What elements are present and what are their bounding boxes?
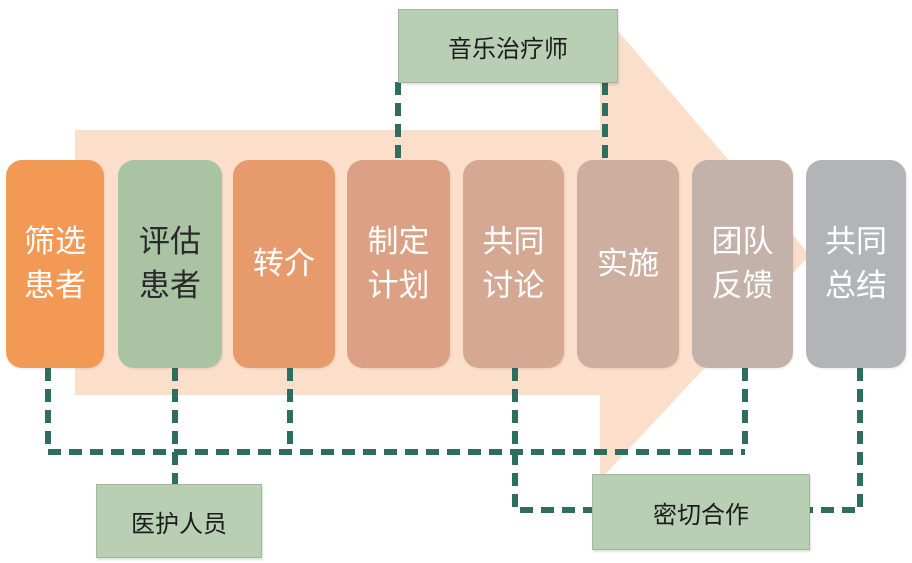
step-feedback: 团队反馈 <box>692 160 793 368</box>
step-label: 转介 <box>253 246 315 282</box>
step-implement: 实施 <box>577 160 679 368</box>
connector-discussion <box>512 368 592 513</box>
step-label: 共同总结 <box>825 224 887 304</box>
step-discussion: 共同讨论 <box>463 160 564 368</box>
step-label: 共同讨论 <box>482 224 545 304</box>
connector-summary <box>808 368 863 513</box>
step-assessment: 评估患者 <box>118 160 222 368</box>
step-label: 团队反馈 <box>711 224 774 304</box>
step-screening: 筛选患者 <box>6 160 104 368</box>
music-therapist-box: 音乐治疗师 <box>398 9 618 83</box>
step-plan: 制定计划 <box>347 160 450 368</box>
step-referral: 转介 <box>233 160 335 368</box>
cooperation-label: 密切合作 <box>653 500 749 529</box>
medical-staff-box: 医护人员 <box>96 484 262 558</box>
step-label: 筛选患者 <box>24 224 86 304</box>
step-label: 评估患者 <box>139 224 201 304</box>
step-label: 实施 <box>597 246 659 282</box>
medical-staff-label: 医护人员 <box>131 509 227 538</box>
step-label: 制定计划 <box>367 224 430 304</box>
music-therapist-label: 音乐治疗师 <box>448 34 568 63</box>
step-summary: 共同总结 <box>806 160 906 368</box>
cooperation-box: 密切合作 <box>592 474 810 550</box>
